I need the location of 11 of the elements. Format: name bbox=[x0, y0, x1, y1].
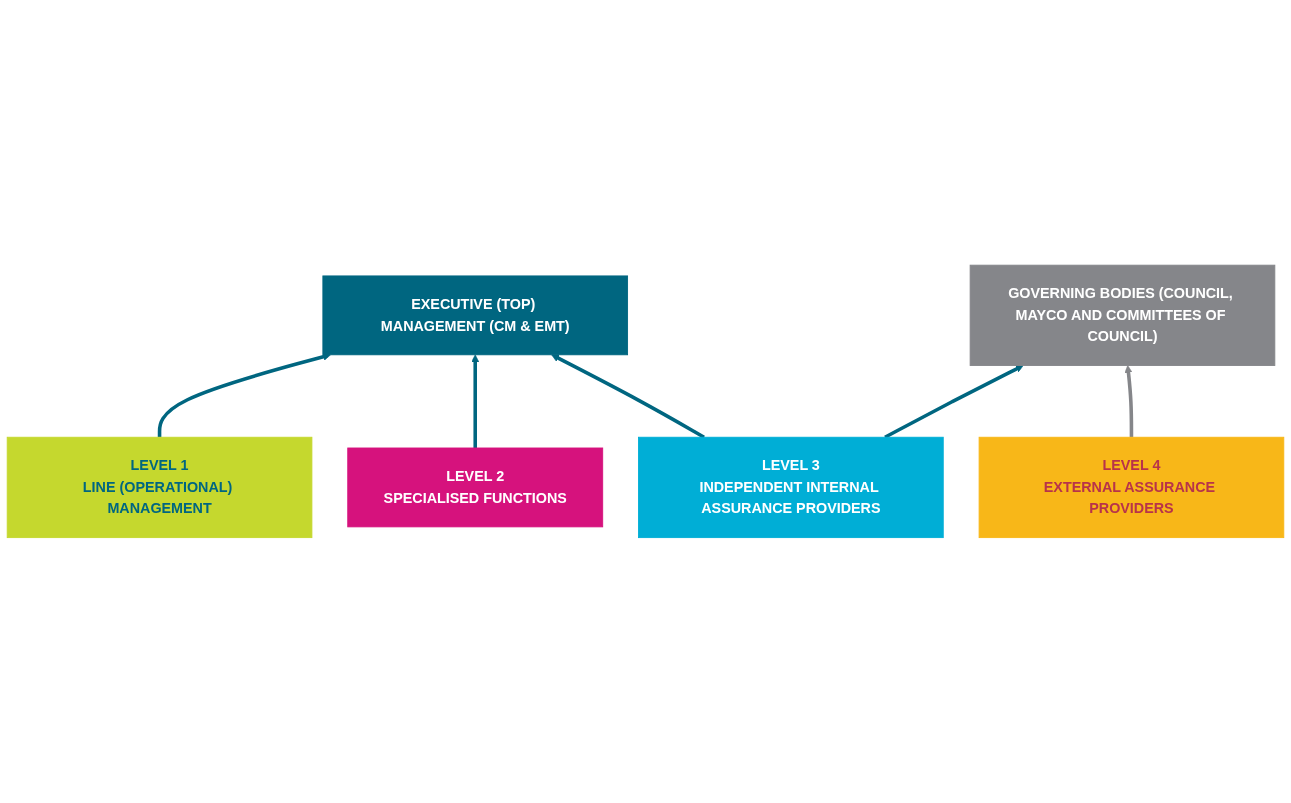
node-box: LEVEL 4 EXTERNAL ASSURANCE PROVIDERS bbox=[978, 436, 1285, 539]
node-box: EXECUTIVE (TOP) MANAGEMENT (CM & EMT) bbox=[322, 275, 629, 356]
node-box: GOVERNING BODIES (COUNCIL, MAYCO AND COMMITTEES OF COUNCIL) bbox=[969, 264, 1276, 367]
node-box: LEVEL 2 SPECIALISED FUNCTIONS bbox=[347, 447, 604, 528]
arrow bbox=[471, 354, 480, 449]
node-box: LEVEL 3 INDEPENDENT INTERNAL ASSURANCE PROVIDERS bbox=[638, 436, 944, 539]
arrow bbox=[884, 365, 1024, 439]
arrow bbox=[551, 354, 705, 439]
arrow bbox=[1124, 365, 1134, 438]
arrow bbox=[157, 352, 331, 438]
node-box: LEVEL 1 LINE (OPERATIONAL) MANAGEMENT bbox=[6, 436, 313, 539]
